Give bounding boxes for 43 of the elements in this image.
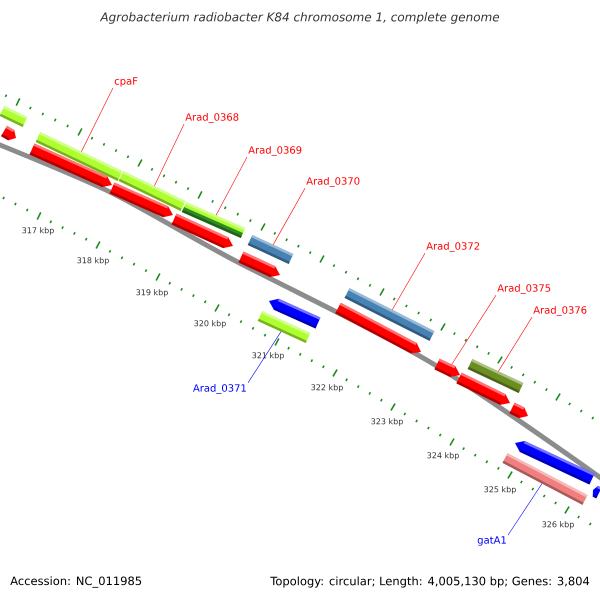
scale-label: 319 kbp [136, 289, 168, 297]
gene-block [434, 358, 460, 377]
leader-line [392, 252, 426, 310]
gene-label: gatA1 [478, 536, 506, 546]
leader-line [248, 331, 282, 384]
scale-label: 322 kbp [311, 384, 343, 392]
gene-bar [248, 235, 294, 264]
scale-label: 320 kbp [194, 320, 226, 328]
leader-line [216, 156, 248, 216]
scale-label: 324 kbp [427, 452, 459, 460]
gene-block [509, 402, 528, 418]
leader-line [154, 124, 184, 186]
gene-block [0, 126, 16, 140]
gene-block [592, 486, 600, 498]
scale-label: 317 kbp [22, 227, 54, 235]
gene-bar [344, 288, 434, 341]
leader-line [498, 316, 532, 372]
gene-label: Arad_0376 [533, 306, 586, 316]
gene-bar [36, 132, 122, 181]
accession-text: Accession: NC_011985 [10, 576, 142, 588]
gene-bar [468, 359, 524, 393]
leader-line [508, 483, 542, 536]
gene-bar [0, 106, 28, 127]
gene-bar [118, 171, 186, 211]
title: Agrobacterium radiobacter K84 chromosome 1, complete genome [100, 12, 500, 24]
gene-label: Arad_0370 [306, 177, 360, 187]
gene-bar [182, 202, 246, 238]
scale-label: 326 kbp [542, 521, 574, 529]
scale-label: 318 kbp [77, 257, 109, 265]
scale-label: 323 kbp [371, 418, 403, 426]
gene-block [515, 440, 595, 484]
leader-line [451, 294, 496, 365]
scale-label: 325 kbp [484, 486, 516, 494]
gene-label: Arad_0371 [193, 384, 246, 394]
leader-line [81, 88, 114, 152]
leader-line [272, 188, 306, 245]
gene-label: Arad_0372 [426, 242, 480, 252]
genome-info-text: Topology: circular; Length: 4,005,130 bp; Genes: 3,804 [270, 576, 590, 588]
gene-label: Arad_0369 [248, 146, 302, 156]
gene-block [269, 298, 320, 328]
gene-label: cpaF [114, 77, 138, 87]
gene-label: Arad_0375 [497, 284, 550, 294]
gene-label: Arad_0368 [185, 113, 238, 123]
